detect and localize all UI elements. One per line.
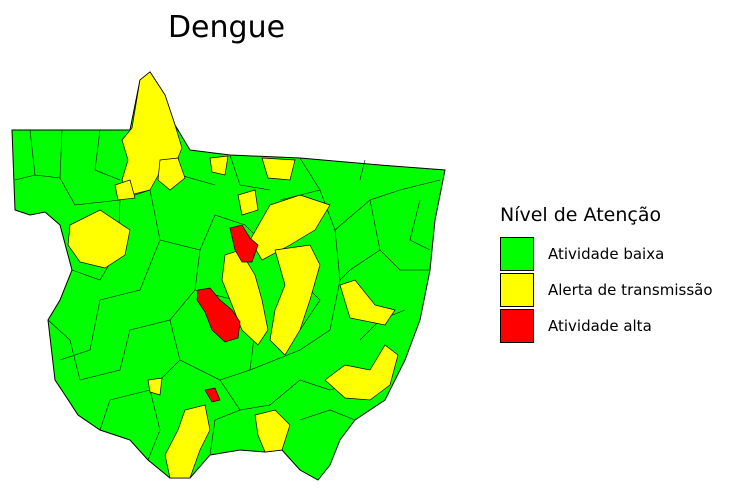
map-title: Dengue [167,10,286,45]
legend-swatch-alert [500,273,534,307]
high-region-north [229,224,259,263]
alert-region-north-small [114,179,136,201]
legend-item-low: Atividade baixa [500,236,730,272]
alert-region-southeast [324,344,399,401]
alert-region-center-band [221,249,269,346]
legend-label-high: Atividade alta [548,317,652,335]
legend-swatch-high [500,309,534,343]
legend-item-high: Atividade alta [500,308,730,344]
alert-region-top [209,155,229,176]
alert-region-top-right [261,157,296,181]
legend: Nível de Atenção Atividade baixa Alerta … [500,204,730,344]
legend-label-alert: Alerta de transmissão [548,281,713,299]
municipality-borders [14,124,441,461]
legend-label-low: Atividade baixa [548,245,665,263]
legend-swatch-low [500,237,534,271]
alert-regions [67,71,399,479]
high-region-center [196,287,241,343]
legend-title: Nível de Atenção [500,204,662,226]
alert-region-center-east [269,244,321,356]
alert-region-south [164,404,211,479]
alert-region-center-north [237,189,259,216]
alert-region-southwest [147,377,163,396]
alert-region-east [339,279,396,326]
choropleth-map [11,71,446,481]
legend-item-alert: Alerta de transmissão [500,272,730,308]
high-activity-regions [196,224,259,403]
alert-region-west [67,209,131,269]
alert-region-south-center [254,409,291,453]
alert-region-north-center [157,157,186,191]
high-region-south [204,387,221,403]
